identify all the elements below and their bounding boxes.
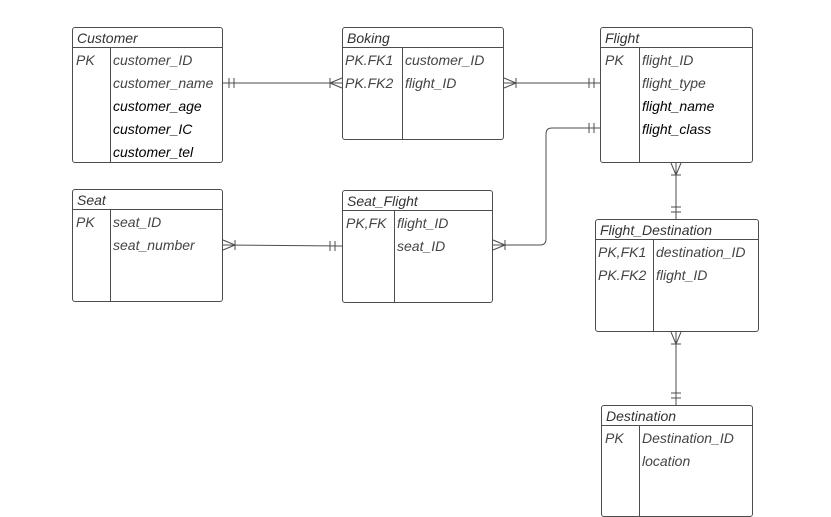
customer-boking-relation: [223, 77, 343, 89]
entity-title: Seat_Flight: [343, 191, 492, 211]
attribute: flight_ID: [656, 267, 708, 283]
key-label: PK,FK: [346, 215, 387, 231]
attribute: destination_ID: [656, 244, 746, 260]
key-label: PK.FK1: [345, 52, 394, 68]
relationship-lines: [222, 77, 682, 405]
key-column: [73, 48, 111, 162]
key-label: PK: [76, 52, 95, 68]
key-label: PK: [605, 430, 624, 446]
attribute: flight_class: [642, 121, 712, 137]
key-label: PK.FK2: [598, 267, 647, 283]
flightdestination-destination-relation: [670, 331, 682, 405]
attribute: flight_ID: [397, 215, 449, 231]
attribute: Destination_ID: [642, 430, 734, 446]
entity-flight-destination[interactable]: Flight_Destination PK,FK1 PK.FK2 destina…: [595, 219, 759, 332]
entity-title: Flight_Destination: [596, 220, 758, 240]
attribute: customer_ID: [405, 52, 485, 68]
seat-seatflight-relation: [222, 239, 343, 251]
attribute: customer_tel: [113, 144, 194, 160]
attribute: flight_ID: [405, 75, 457, 91]
key-column: [602, 426, 640, 516]
key-label: PK,FK1: [598, 244, 647, 260]
attribute: seat_ID: [113, 214, 162, 230]
entity-flight[interactable]: Flight PK flight_ID flight_type flight_n…: [600, 27, 753, 163]
entity-title: Seat: [73, 190, 222, 210]
key-label: PK.FK2: [345, 75, 394, 91]
key-column: [343, 48, 403, 139]
attribute: flight_name: [642, 98, 715, 114]
entity-seat[interactable]: Seat PK seat_ID seat_number: [72, 189, 223, 302]
flight-flightdestination-relation: [670, 162, 682, 219]
key-column: [73, 210, 111, 301]
attribute: customer_ID: [113, 52, 193, 68]
attribute: customer_name: [113, 75, 214, 91]
entity-title: Destination: [602, 406, 752, 426]
key-label: PK: [76, 214, 95, 230]
seatflight-flight-relation: [492, 123, 600, 251]
entity-seat-flight[interactable]: Seat_Flight PK,FK flight_ID seat_ID: [342, 190, 493, 303]
attribute: customer_IC: [113, 121, 193, 137]
attribute: flight_type: [642, 75, 706, 91]
key-column: [601, 48, 640, 162]
attribute: customer_age: [113, 98, 202, 114]
boking-flight-relation: [503, 77, 600, 89]
entity-title: Customer: [73, 28, 222, 48]
entity-title: Flight: [601, 28, 752, 48]
attribute: flight_ID: [642, 52, 694, 68]
entity-destination[interactable]: Destination PK Destination_ID location: [601, 405, 753, 517]
key-column: [343, 211, 395, 302]
key-label: PK: [605, 52, 624, 68]
key-column: [596, 240, 654, 331]
attribute: seat_number: [113, 237, 195, 253]
entity-boking[interactable]: Boking PK.FK1 PK.FK2 customer_ID flight_…: [342, 27, 504, 140]
entity-customer[interactable]: Customer PK customer_ID customer_name cu…: [72, 27, 223, 163]
attribute: location: [642, 453, 691, 469]
entity-title: Boking: [343, 28, 503, 48]
attribute: seat_ID: [397, 238, 446, 254]
